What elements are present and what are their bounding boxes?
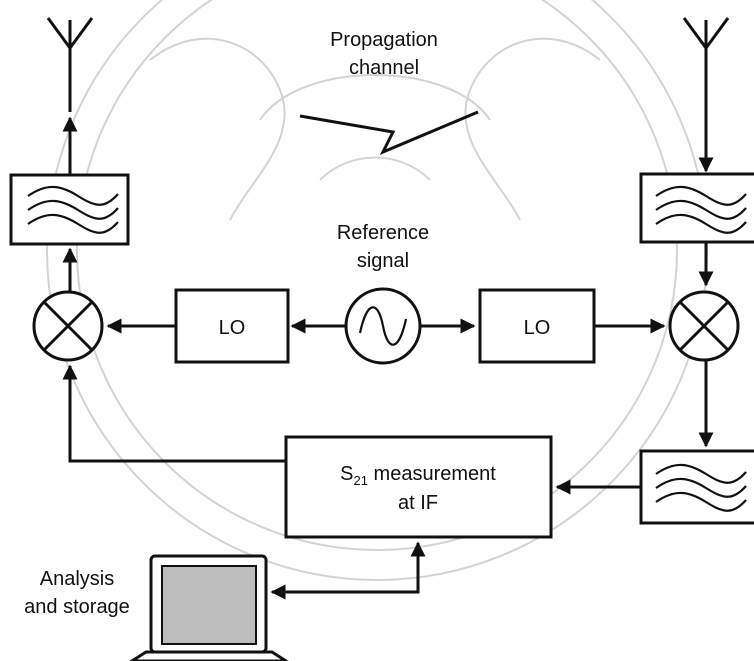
measurement-label-s: S — [340, 463, 353, 485]
reference-oscillator-icon — [344, 287, 422, 365]
rx-antenna-icon — [682, 17, 730, 110]
reference-label-line1: Reference — [337, 222, 429, 244]
measurement-label-line1: S21 measurement — [340, 463, 496, 488]
laptop-measurement-link — [270, 541, 426, 600]
reference-label-line2: signal — [357, 250, 409, 272]
tx-mixer-icon — [32, 290, 104, 362]
rx-mixer-icon — [668, 290, 740, 362]
rx-bandpass-filter-icon — [639, 172, 754, 244]
propagation-label-line2: channel — [349, 57, 419, 79]
measurement-to-tx-mixer-path — [62, 364, 286, 463]
analysis-label-line2: and storage — [24, 596, 130, 618]
propagation-label-line1: Propagation — [330, 29, 438, 51]
laptop-icon — [129, 554, 289, 661]
measurement-label-sub: 21 — [354, 473, 368, 488]
propagation-channel-symbol — [299, 110, 479, 155]
lo-right-label: LO — [524, 317, 551, 339]
lo-right-box — [478, 288, 596, 364]
measurement-label-line2: at IF — [398, 492, 438, 514]
tx-antenna-icon — [46, 17, 94, 112]
s21-measurement-box — [284, 435, 553, 539]
lo-left-label: LO — [219, 317, 246, 339]
rx-if-filter-icon — [639, 449, 754, 525]
measurement-label-rest: measurement — [368, 463, 496, 485]
lo-left-box — [174, 288, 290, 364]
analysis-label-line1: Analysis — [40, 568, 114, 590]
tx-bandpass-filter-icon — [9, 173, 130, 246]
